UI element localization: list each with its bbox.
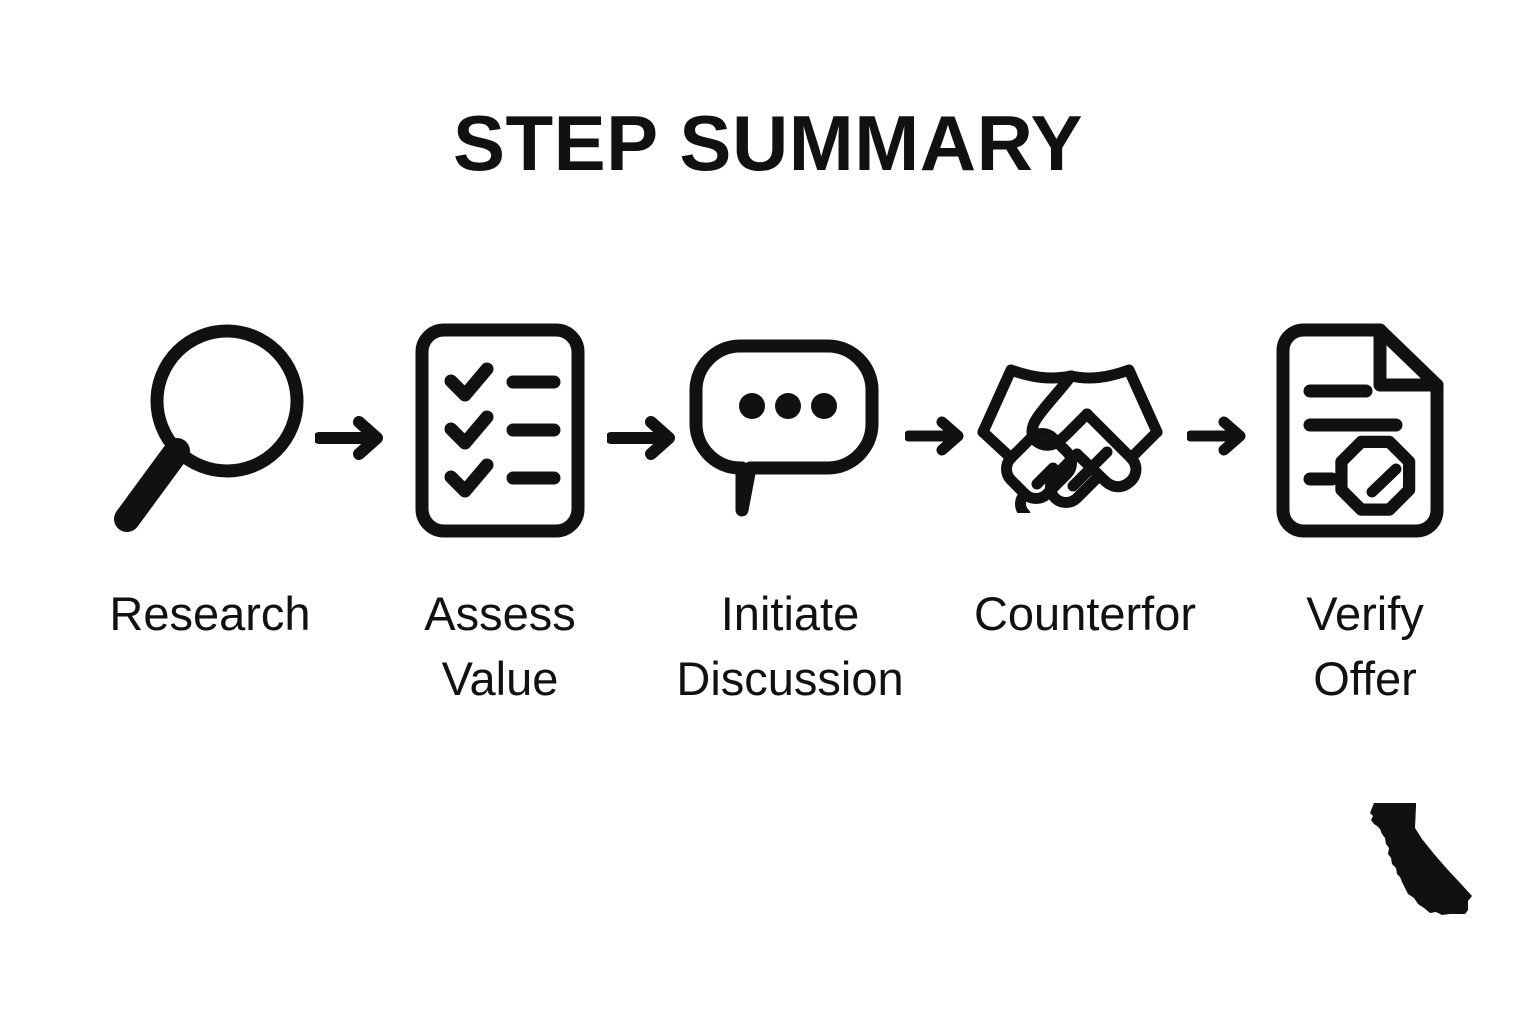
signed-document-seal-icon xyxy=(1240,310,1480,550)
step-item-counterfor[interactable] xyxy=(950,310,1190,560)
step-label-line: Offer xyxy=(1313,651,1417,705)
arrow-right-icon-2 xyxy=(607,414,679,462)
step-labels: Research Assess Value Initiate Discussio… xyxy=(70,582,1470,722)
magnifying-glass-icon xyxy=(90,310,330,550)
step-flow xyxy=(70,310,1470,560)
arrow-right-icon-3 xyxy=(905,414,967,462)
step-label-line: Verify xyxy=(1306,587,1424,640)
step-label-line: Discussion xyxy=(676,651,904,705)
checklist-document-icon xyxy=(380,310,620,550)
step-label-initiate-discussion: Initiate Discussion xyxy=(640,582,940,712)
step-label-research: Research xyxy=(60,582,360,647)
arrow-right-icon-4 xyxy=(1187,414,1249,462)
step-item-initiate-discussion[interactable] xyxy=(670,310,910,560)
step-label-verify-offer: Verify Offer xyxy=(1215,582,1515,712)
step-label-line: Value xyxy=(441,651,559,705)
step-label-counterfor: Counterfor xyxy=(925,582,1245,647)
step-label-line: Research xyxy=(109,587,311,640)
step-label-line: Counterfor xyxy=(973,587,1197,640)
step-label-line: Assess xyxy=(424,587,576,640)
arrow-right-icon-1 xyxy=(315,414,387,462)
page-title: STEP SUMMARY xyxy=(452,99,1084,187)
step-item-verify-offer[interactable] xyxy=(1240,310,1480,560)
step-item-research[interactable] xyxy=(90,310,330,560)
handshake-icon xyxy=(950,310,1190,550)
speech-bubble-ellipsis-icon xyxy=(670,310,910,550)
california-state-silhouette-icon xyxy=(1344,782,1494,932)
step-label-assess-value: Assess Value xyxy=(350,582,650,712)
step-item-assess-value[interactable] xyxy=(380,310,620,560)
step-label-line: Initiate xyxy=(720,587,860,640)
